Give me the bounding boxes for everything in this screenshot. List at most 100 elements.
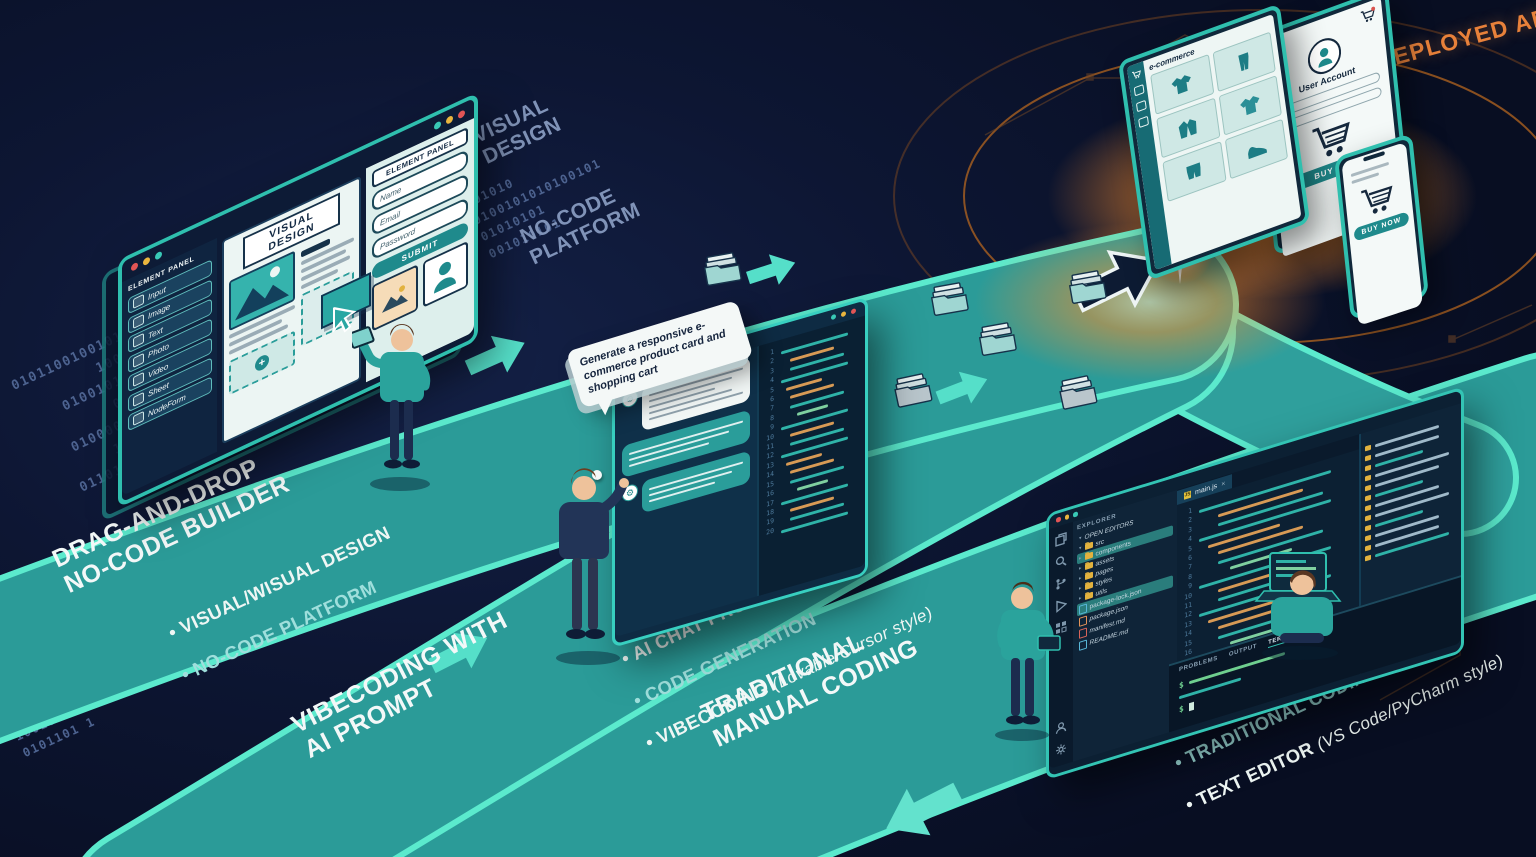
window-dot-icon [841,310,846,318]
activity-bar [1049,521,1073,770]
person-icon [434,261,457,294]
minimize-icon[interactable] [1064,514,1069,521]
line-numbers: 1 2 3 4 5 6 7 8 9 10 11 12 13 14 15 16 1… [766,347,774,537]
product-tile[interactable] [1162,141,1227,203]
maximize-icon[interactable] [155,249,162,261]
sidebar-item-label: Video [148,361,169,380]
close-icon[interactable] [1056,516,1061,523]
photo-icon [133,352,144,368]
code-line [649,470,732,497]
product-tile[interactable] [1212,31,1276,93]
product-tile[interactable] [1224,118,1289,180]
sidebar-item-label: Sheet [148,380,169,400]
sheet-icon [133,391,144,407]
avatar [1306,33,1343,80]
person-developer-seated [1254,552,1342,660]
close-icon[interactable]: × [1221,479,1226,488]
shop-tablet: e-commerce [1118,3,1311,281]
message-lines [649,460,743,503]
tablet-icon [352,326,375,349]
search-icon[interactable] [1055,554,1067,570]
text-icon [133,332,144,349]
user-widget[interactable] [422,240,468,309]
image-widget[interactable] [372,264,418,332]
cart-icon[interactable] [1360,6,1377,26]
close-icon[interactable] [851,308,856,315]
nocode-builder-window: ELEMENT PANEL Input Image Text Photo Vid… [118,92,478,508]
git-branch-icon[interactable] [1055,576,1067,592]
shirt-icon [1171,75,1192,95]
maximize-icon[interactable] [1073,511,1078,518]
extensions-icon[interactable] [1055,620,1067,636]
folder-icon [1084,552,1093,560]
folder-icon [1084,582,1093,590]
plus-icon: + [255,352,269,374]
minimize-icon[interactable] [143,255,150,266]
drop-target[interactable] [301,269,371,347]
shoe-icon [1247,147,1267,160]
laptop-icon [1037,635,1061,651]
gear-icon[interactable] [1055,742,1067,758]
sidebar-item-label: Input [148,284,166,302]
folder-icon [930,282,969,316]
window-dot-icon [434,119,441,131]
cursor-icon [333,306,357,333]
folder-icon [978,322,1017,356]
code-lines [777,315,865,590]
shorts-icon [1186,162,1201,180]
sidebar-item-label: Photo [148,341,169,361]
code-line [781,511,849,534]
shop-nav-rail [1126,61,1172,271]
debug-icon[interactable] [1055,598,1067,614]
arrow-icon [935,371,988,405]
terminal-cursor[interactable] [1188,701,1194,711]
phone: BUY NOW [1334,132,1429,326]
account-tablet: User Account BUY NOW [1252,0,1411,257]
product-tile[interactable] [1150,54,1214,115]
product-grid [1150,31,1289,203]
nav-icon[interactable] [1133,84,1145,97]
folder-icon [1084,542,1093,550]
arrow-icon [428,632,488,674]
js-file-icon: JS [1184,490,1191,500]
product-tile[interactable] [1156,97,1220,159]
image-placeholder[interactable] [229,250,295,332]
terminal-prompt: $ [1179,703,1184,715]
folder-icon [1068,270,1107,304]
window-dot-icon [446,114,453,125]
element-panel-sidebar: ELEMENT PANEL Input Image Text Photo Vid… [122,237,217,497]
close-icon[interactable] [131,261,138,272]
file-icon [1079,639,1087,651]
window-dot-icon [831,313,836,321]
folder-icon [1084,592,1093,600]
code-line [629,430,730,462]
terminal-prompt: $ [1179,679,1184,691]
video-icon [133,371,144,388]
sketch-icon [381,285,408,314]
account-icon[interactable] [1055,720,1067,736]
sidebar-item-label: Text [148,324,163,341]
thought-dot [592,470,602,480]
convergence-glow [975,222,1325,382]
folder-icon [703,252,742,286]
nav-icon[interactable] [1137,115,1149,129]
cart-icon [1361,185,1393,214]
folder-icon [1084,562,1093,570]
shirt-icon [1239,96,1260,116]
arrow-icon [464,335,525,376]
window-dot-icon [458,108,465,119]
cart-icon[interactable] [1131,68,1142,80]
folder-icon [1059,375,1098,410]
generated-code-panel: 1 2 3 4 5 6 7 8 9 10 11 12 13 14 15 16 1… [757,315,865,597]
mountain-icon [235,266,289,321]
nav-icon[interactable] [1135,100,1147,113]
files-icon[interactable] [1055,531,1067,548]
arrow-icon [746,254,796,285]
person-icon [1318,48,1333,69]
phone-notch [1363,150,1385,162]
product-tile[interactable] [1218,75,1282,136]
cart-icon [1312,121,1350,157]
folder-icons [703,252,1107,410]
design-canvas[interactable]: VISUAL DESIGN + [222,175,371,445]
